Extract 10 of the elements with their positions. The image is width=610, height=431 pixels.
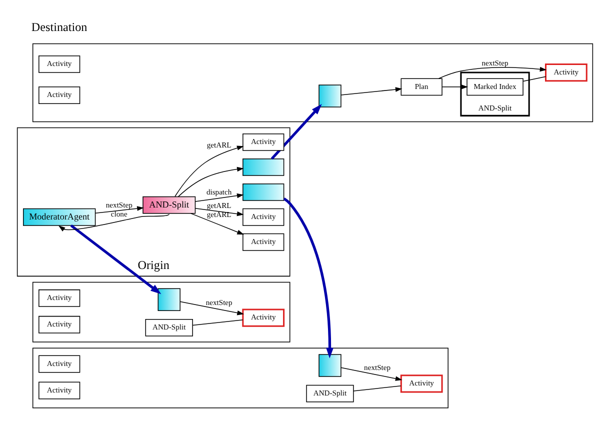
edge-label: nextStep — [364, 362, 391, 372]
edge-label: getARL — [206, 140, 232, 149]
edge-label: nextStep — [482, 58, 508, 68]
edge-label: getARL — [206, 200, 232, 210]
edge-label: getARL — [206, 210, 232, 219]
edge-label: dispatch — [206, 186, 232, 196]
edge-label: nextStep — [106, 200, 132, 209]
edge-label: clone — [110, 208, 128, 218]
edge-label: nextStep — [206, 297, 232, 306]
label: Destination — [31, 19, 88, 34]
